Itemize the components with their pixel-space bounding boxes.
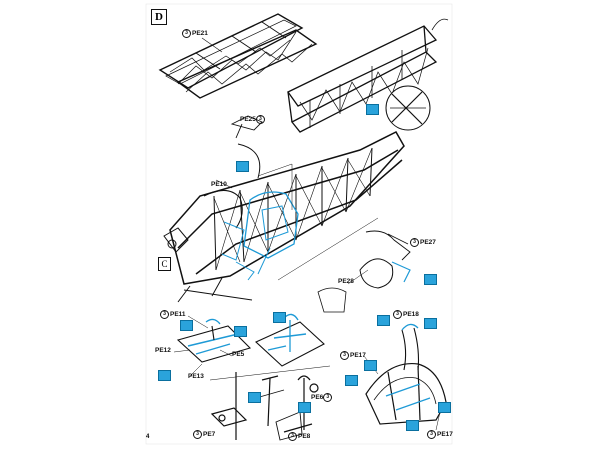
pe13-leader	[189, 363, 203, 377]
cockpit-highlight	[221, 191, 299, 281]
label-pe13: PE13	[188, 373, 204, 380]
ref-tag	[180, 320, 193, 331]
pe17b-leader	[435, 411, 441, 431]
ref-tag	[345, 375, 358, 386]
ref-tag	[273, 312, 286, 323]
guide-line-2	[277, 217, 379, 281]
fuselage-truss-main	[169, 131, 405, 303]
pe27-part	[365, 230, 411, 261]
pe5-leader	[219, 349, 233, 357]
ref-tag	[158, 370, 171, 381]
pe28-plate	[317, 287, 347, 313]
substep-letter: C	[158, 257, 171, 271]
pe28-seat	[359, 258, 411, 289]
ref-tag	[248, 392, 261, 403]
pe10-leader	[215, 179, 233, 189]
label-pe5: PE5	[232, 351, 245, 358]
pe11-leader	[187, 315, 209, 329]
engine-mount	[163, 227, 189, 253]
ref-tag	[424, 274, 437, 285]
floor-panel-left	[176, 318, 252, 363]
pe28-leader	[347, 269, 369, 285]
ref-tag	[424, 318, 437, 329]
label-pe28: PE28	[338, 278, 354, 285]
pe10-wire	[203, 189, 243, 229]
ref-tag	[364, 360, 377, 371]
ref-tag	[234, 326, 247, 337]
control-column	[255, 313, 325, 367]
wing-truss-lower	[176, 29, 318, 99]
guide-line-1	[257, 163, 293, 210]
page-number: 4	[146, 434, 150, 440]
ref-tag	[298, 402, 311, 413]
ref-tag	[406, 420, 419, 431]
ref-tag	[377, 315, 390, 326]
ref-tag	[438, 402, 451, 413]
detail-zoom	[385, 18, 449, 131]
divider-line	[209, 365, 331, 381]
pe12-leader	[173, 349, 191, 353]
step-letter: D	[151, 9, 167, 25]
pe21-leader	[201, 37, 223, 53]
ref-tag	[366, 104, 379, 115]
ref-tag	[236, 161, 249, 172]
pe18-belts	[401, 323, 420, 371]
control-sticks	[210, 372, 319, 441]
page-frame	[145, 3, 453, 445]
cockpit-frame	[365, 362, 447, 425]
label-pe12: PE12	[155, 347, 171, 354]
label-pe10: PE10	[211, 181, 227, 188]
